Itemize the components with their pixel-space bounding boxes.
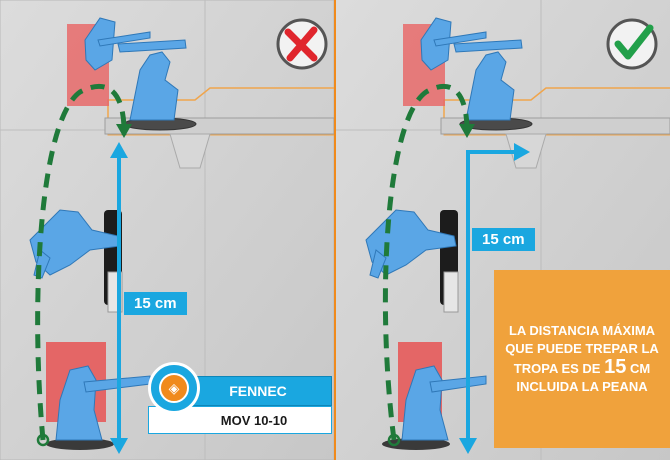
- scene-incorrect: [0, 0, 334, 460]
- faction-logo-icon: ◈: [148, 362, 200, 414]
- x-mark-icon: [276, 18, 328, 70]
- info-text-after: CM INCLUIDA LA PEANA: [516, 361, 651, 394]
- unit-name: FENNEC: [184, 376, 332, 406]
- unit-card: FENNEC MOV 10-10 ◈: [148, 362, 334, 444]
- rule-info-box: LA DISTANCIA MÁXIMA QUE PUEDE TREPAR LA …: [494, 270, 670, 448]
- panel-incorrect: 15 cm FENNEC MOV 10-10 ◈: [0, 0, 334, 460]
- panel-correct: 15 cm LA DISTANCIA MÁXIMA QUE PUEDE TREP…: [336, 0, 670, 460]
- check-mark-icon: [606, 18, 658, 70]
- info-highlight: 15: [604, 356, 627, 378]
- info-text-before: LA DISTANCIA MÁXIMA QUE PUEDE TREPAR LA …: [505, 323, 659, 376]
- distance-label: 15 cm: [472, 228, 535, 251]
- distance-label: 15 cm: [124, 292, 187, 315]
